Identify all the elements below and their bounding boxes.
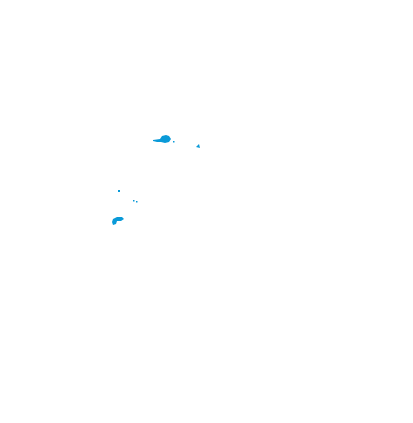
island-lower-left: [112, 217, 124, 225]
islet-middle: [133, 200, 138, 203]
islet-middle-left: [118, 190, 120, 192]
islet-upper-right: [196, 144, 200, 148]
island-cluster-upper: [153, 135, 175, 143]
